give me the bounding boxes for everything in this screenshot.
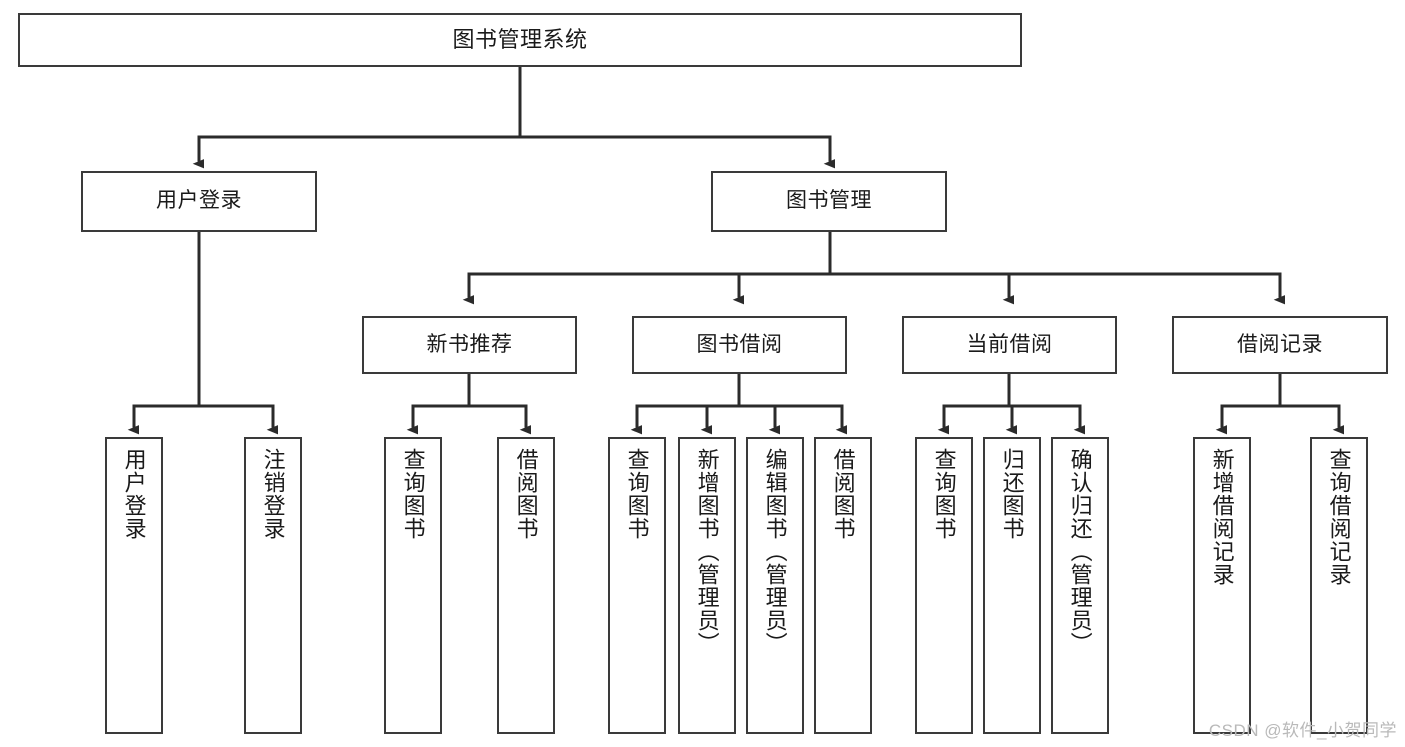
leaf-book-borrow-query-book[interactable]: 查询图书 <box>608 437 666 734</box>
node-label: 图书管理 <box>786 189 872 213</box>
node-label: 确认归还（管理员） <box>1067 448 1093 655</box>
node-label: 用户登录 <box>121 448 147 540</box>
node-label: 注销登录 <box>260 448 286 540</box>
node-borrow-record[interactable]: 借阅记录 <box>1172 316 1388 374</box>
node-book-borrow[interactable]: 图书借阅 <box>632 316 847 374</box>
leaf-new-book-query-book[interactable]: 查询图书 <box>384 437 442 734</box>
node-label: 新增图书（管理员） <box>694 448 720 655</box>
node-label: 查询图书 <box>931 448 957 540</box>
leaf-current-borrow-return-book[interactable]: 归还图书 <box>983 437 1041 734</box>
node-label: 归还图书 <box>999 448 1025 540</box>
node-user-login[interactable]: 用户登录 <box>81 171 317 232</box>
leaf-borrow-record-add-record[interactable]: 新增借阅记录 <box>1193 437 1251 734</box>
node-new-book-recommendation[interactable]: 新书推荐 <box>362 316 577 374</box>
leaf-book-borrow-add-book-admin[interactable]: 新增图书（管理员） <box>678 437 736 734</box>
node-label: 查询图书 <box>400 448 426 540</box>
node-label: 图书借阅 <box>696 332 783 356</box>
node-label: 借阅图书 <box>830 448 856 540</box>
node-label: 图书管理系统 <box>452 27 588 53</box>
node-label: 当前借阅 <box>966 332 1053 356</box>
node-label: 编辑图书（管理员） <box>762 448 788 655</box>
node-label: 新增借阅记录 <box>1209 448 1235 586</box>
node-label: 用户登录 <box>156 189 242 213</box>
node-label: 查询图书 <box>624 448 650 540</box>
node-root-book-management-system[interactable]: 图书管理系统 <box>18 13 1022 67</box>
leaf-borrow-record-query-record[interactable]: 查询借阅记录 <box>1310 437 1368 734</box>
leaf-current-borrow-confirm-return-admin[interactable]: 确认归还（管理员） <box>1051 437 1109 734</box>
node-label: 借阅图书 <box>513 448 539 540</box>
node-label: 查询借阅记录 <box>1326 448 1352 586</box>
node-current-borrow[interactable]: 当前借阅 <box>902 316 1117 374</box>
leaf-new-book-borrow-book[interactable]: 借阅图书 <box>497 437 555 734</box>
node-label: 借阅记录 <box>1237 332 1323 356</box>
node-book-management[interactable]: 图书管理 <box>711 171 947 232</box>
watermark-text: CSDN @软件_小贺同学 <box>1208 721 1397 740</box>
leaf-book-borrow-borrow-book[interactable]: 借阅图书 <box>814 437 872 734</box>
leaf-user-login-login[interactable]: 用户登录 <box>105 437 163 734</box>
node-label: 新书推荐 <box>426 332 513 356</box>
leaf-current-borrow-query-book[interactable]: 查询图书 <box>915 437 973 734</box>
leaf-book-borrow-edit-book-admin[interactable]: 编辑图书（管理员） <box>746 437 804 734</box>
leaf-user-login-logout[interactable]: 注销登录 <box>244 437 302 734</box>
